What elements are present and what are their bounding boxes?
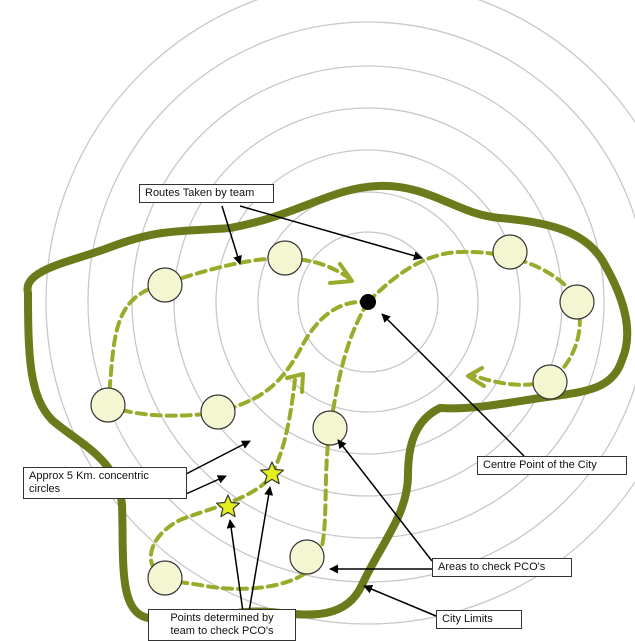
circle-ring-6 (87, 21, 635, 583)
label-routes-taken: Routes Taken by team (139, 184, 274, 203)
check-areas (90, 234, 595, 596)
arrow-circles-2 (185, 475, 227, 495)
label-points-determined: Points determined by team to check PCO's (148, 609, 296, 641)
route-arrowheads (285, 262, 486, 394)
area-circle (289, 539, 325, 575)
circle-ring-1 (297, 231, 439, 373)
label-city-limits: City Limits (436, 610, 522, 629)
route-arrowhead-center (285, 372, 305, 394)
arrow-points-1 (226, 519, 244, 613)
label-centre-point: Centre Point of the City (477, 456, 627, 475)
concentric-circles (45, 0, 635, 625)
city-limits-boundary (23, 181, 632, 625)
circle-ring-2 (257, 191, 479, 413)
arrow-routes-1 (221, 205, 242, 265)
area-circle (559, 284, 595, 320)
area-circle (147, 560, 183, 596)
area-circle (492, 234, 528, 270)
arrow-centre (381, 313, 525, 457)
route-center-loop (106, 299, 370, 418)
route-arrowhead-upper (328, 262, 354, 285)
route-arrowhead-right (466, 366, 486, 388)
arrow-circles-1 (185, 440, 251, 475)
pco-points (216, 461, 284, 518)
callout-arrows (185, 205, 525, 617)
circle-ring-7 (45, 0, 635, 625)
star-icon (260, 461, 284, 485)
area-circle (200, 394, 236, 430)
arrow-limits (363, 584, 437, 617)
circle-ring-3 (215, 149, 521, 455)
area-circle (267, 240, 303, 276)
centre-point-dot (360, 294, 376, 310)
area-circle (90, 387, 126, 423)
area-circle (532, 364, 568, 400)
route-left-lower (148, 378, 297, 580)
arrow-routes-2 (239, 205, 423, 261)
route-lower (157, 300, 370, 591)
star-icon (216, 494, 240, 518)
arrow-points-2 (248, 486, 274, 613)
route-upper (106, 256, 354, 407)
area-circle (312, 410, 348, 446)
label-concentric-circles: Approx 5 Km. concentric circles (23, 467, 187, 499)
area-circle (147, 267, 183, 303)
arrow-areas-1 (337, 439, 433, 562)
label-areas-to-check: Areas to check PCO's (432, 558, 572, 577)
